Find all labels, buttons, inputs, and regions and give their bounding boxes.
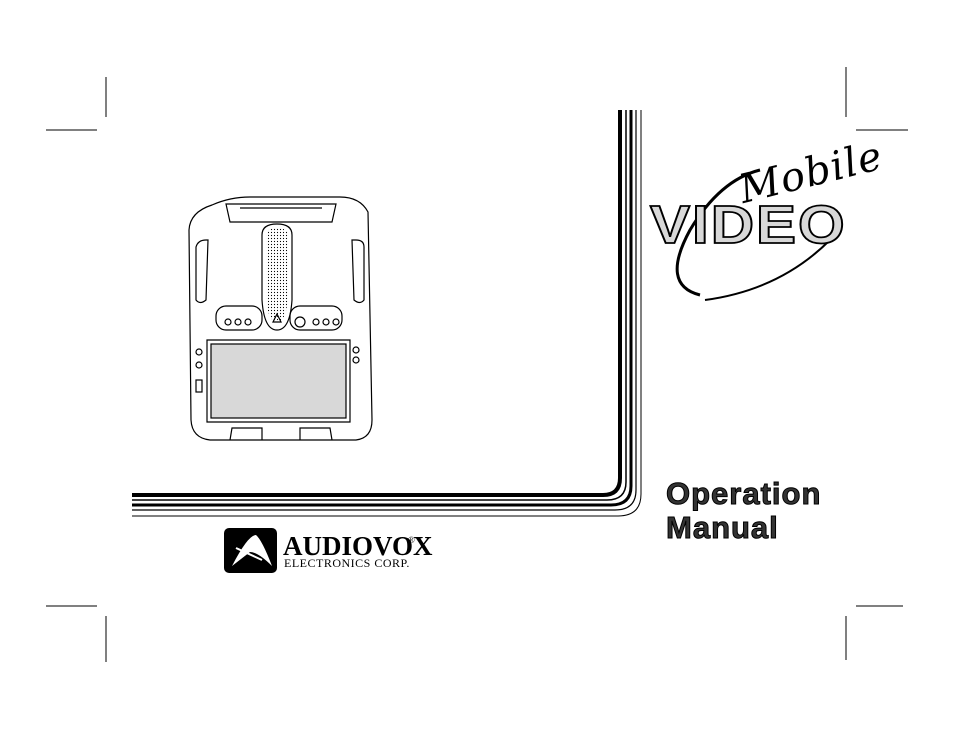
brand-registered-mark: ® xyxy=(408,535,415,545)
brand-subtitle: ELECTRONICS CORP. xyxy=(284,556,410,571)
